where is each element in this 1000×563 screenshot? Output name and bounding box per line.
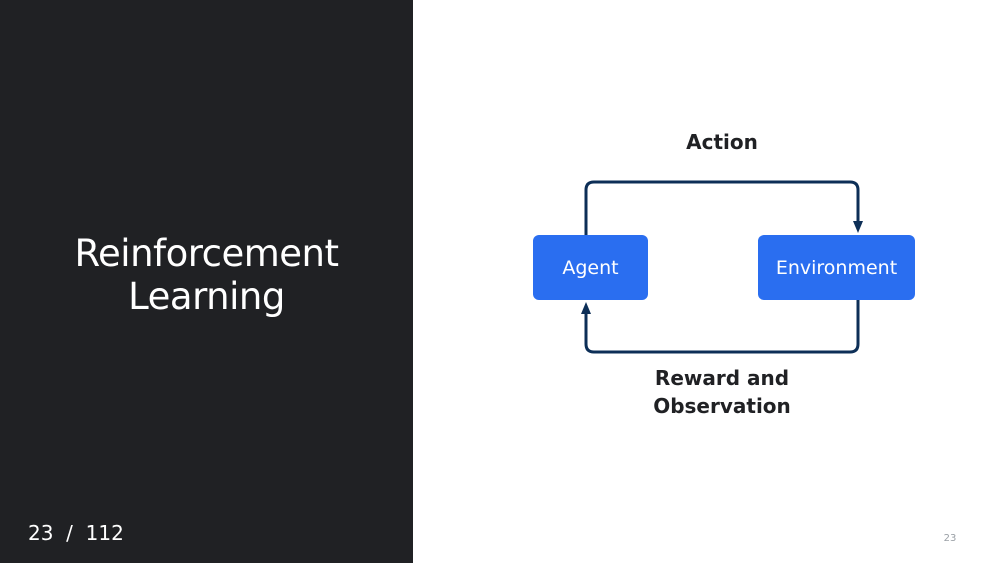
page-number: 23 (943, 533, 957, 544)
agent-node: Agent (533, 235, 648, 300)
slide-title: Reinforcement Learning (0, 232, 413, 318)
slide-title-line-2: Learning (128, 275, 285, 318)
reward-edge (584, 300, 860, 354)
action-label: Action (686, 130, 758, 154)
slide-title-line-1: Reinforcement (74, 232, 339, 275)
action-arrowhead (853, 221, 863, 233)
reward-arrowhead (581, 302, 591, 314)
action-edge (584, 180, 860, 235)
title-panel: Reinforcement Learning 23 / 112 (0, 0, 413, 563)
reward-label-line-1: Reward and (654, 366, 790, 390)
reward-label-line-2: Observation (653, 394, 791, 418)
environment-node: Environment (758, 235, 915, 300)
slide-counter: 23 / 112 (28, 521, 124, 545)
reward-observation-label: Reward and Observation (602, 364, 842, 420)
